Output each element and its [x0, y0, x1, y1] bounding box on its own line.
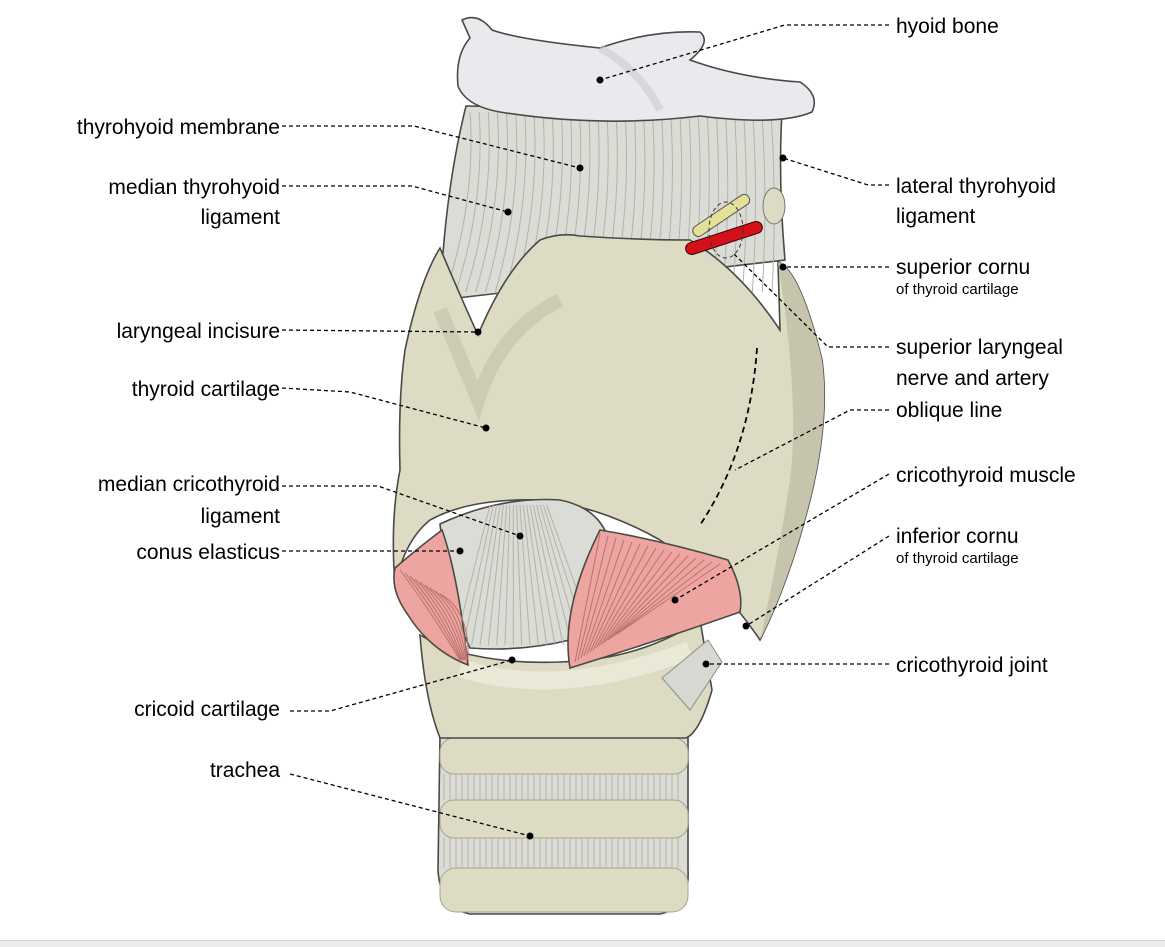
- label-lateral-thyrohyoid-ligament-2: ligament: [896, 205, 976, 228]
- label-trachea: trachea: [210, 759, 280, 782]
- triticeous-cartilage-shape: [762, 187, 786, 225]
- trachea-shape: [437, 734, 689, 915]
- label-lateral-thyrohyoid-ligament: lateral thyrohyoid: [896, 175, 1056, 198]
- cricothyroid-muscle-right-shape: [567, 529, 742, 670]
- label-cricothyroid-muscle: cricothyroid muscle: [896, 464, 1076, 487]
- label-superior-laryngeal-2: nerve and artery: [896, 367, 1049, 390]
- label-superior-cornu: superior cornu: [896, 256, 1030, 279]
- label-conus-elasticus: conus elasticus: [136, 541, 280, 564]
- label-median-thyrohyoid-ligament-2: ligament: [201, 206, 281, 229]
- label-inferior-cornu-sub: of thyroid cartilage: [896, 550, 1019, 567]
- label-laryngeal-incisure: laryngeal incisure: [117, 320, 280, 343]
- label-thyrohyoid-membrane: thyrohyoid membrane: [77, 116, 280, 139]
- label-median-cricothyroid-ligament-2: ligament: [201, 505, 281, 528]
- label-superior-cornu-sub: of thyroid cartilage: [896, 281, 1019, 298]
- label-median-thyrohyoid-ligament: median thyrohyoid: [108, 176, 280, 199]
- bottom-scroll-edge: [0, 940, 1165, 947]
- leader-lines: [281, 24, 890, 837]
- label-inferior-cornu: inferior cornu: [896, 525, 1019, 548]
- label-cricothyroid-joint: cricothyroid joint: [896, 654, 1048, 677]
- label-hyoid-bone: hyoid bone: [896, 15, 999, 38]
- oblique-line-shape: [699, 347, 758, 526]
- label-cricoid-cartilage: cricoid cartilage: [134, 698, 280, 721]
- label-superior-laryngeal: superior laryngeal: [896, 336, 1063, 359]
- superior-laryngeal-nerve-shape: [692, 193, 751, 237]
- cricothyroid-joint-shape: [661, 639, 723, 711]
- leader-dots: [456, 76, 787, 840]
- label-oblique-line: oblique line: [896, 399, 1002, 422]
- label-median-cricothyroid-ligament: median cricothyroid: [98, 473, 280, 496]
- label-thyroid-cartilage: thyroid cartilage: [132, 378, 280, 401]
